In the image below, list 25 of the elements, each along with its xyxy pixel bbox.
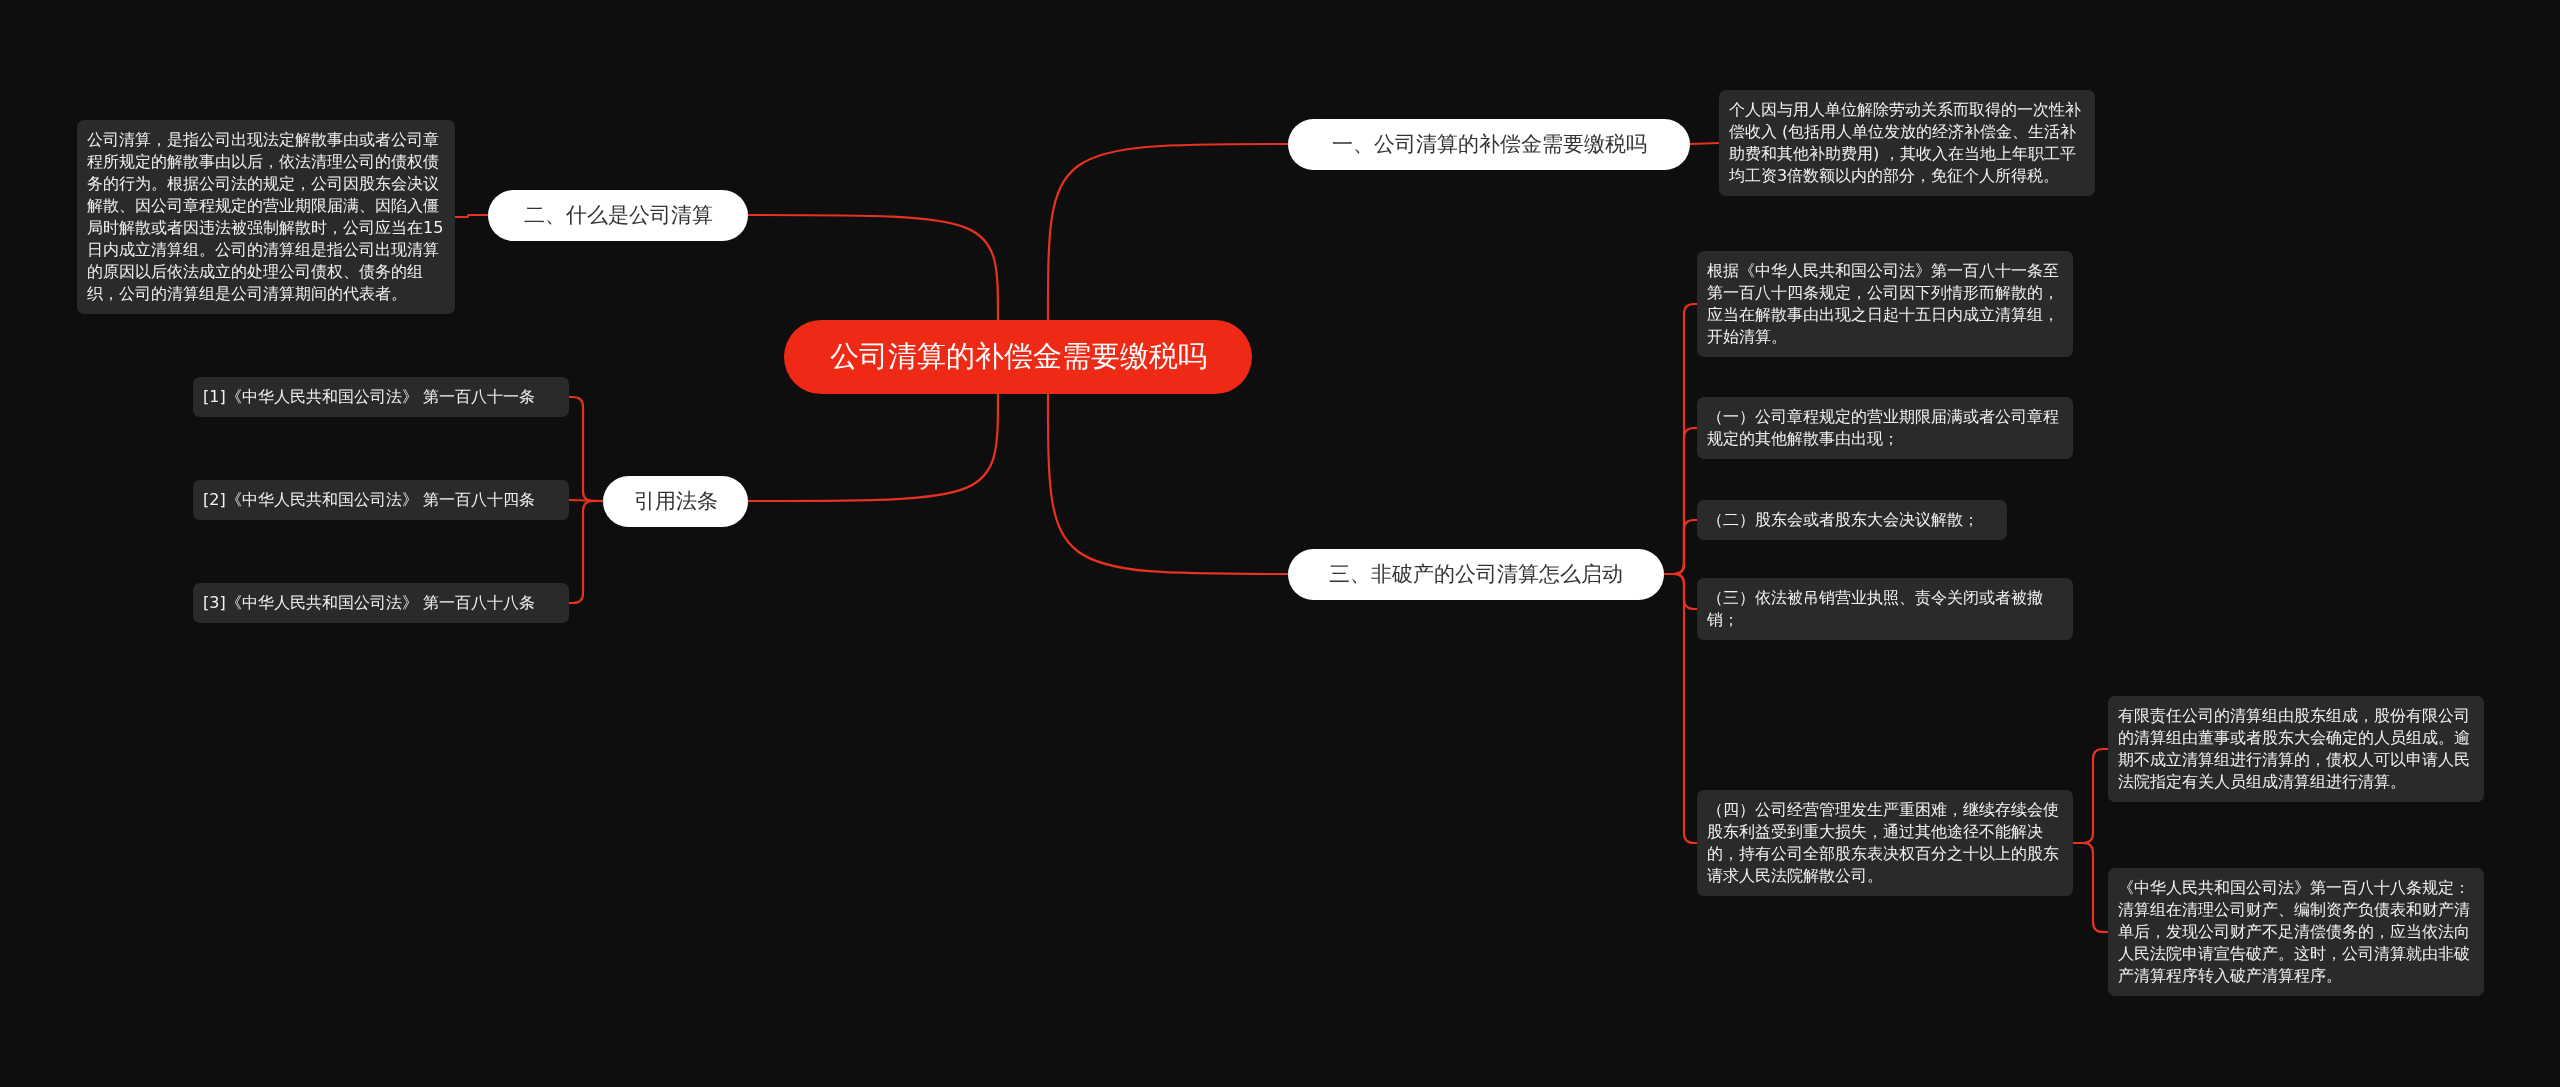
connector-line bbox=[748, 394, 1000, 503]
central-topic: 公司清算的补偿金需要缴税吗 bbox=[784, 320, 1252, 394]
note-card: 《中华人民共和国公司法》第一百八十八条规定：清算组在清理公司财产、编制资产负债表和财产清单后，发现公司财产不足清偿债务的，应当依法向人民法院申请宣告破产。这时，公司清算就由非破产清算程序转入破产清算程序。 bbox=[2108, 868, 2484, 997]
note-card: （一）公司章程规定的营业期限届满或者公司章程规定的其他解散事由出现； bbox=[1697, 397, 2073, 460]
note-card: 个人因与用人单位解除劳动关系而取得的一次性补偿收入 (包括用人单位发放的经济补偿金、生活补助费和其他补助费用) ，其收入在当地上年职工平均工资3倍数额以内的部分，免征个人所得税。 bbox=[1719, 90, 2095, 197]
note-card: [1]《中华人民共和国公司法》 第一百八十一条 bbox=[193, 377, 569, 418]
connector-line bbox=[1689, 141, 1720, 146]
branch-topic: 一、公司清算的补偿金需要缴税吗 bbox=[1288, 118, 1690, 170]
branch-topic: 二、什么是公司清算 bbox=[488, 189, 748, 241]
connector-line bbox=[569, 499, 603, 605]
note-card: [3]《中华人民共和国公司法》 第一百八十八条 bbox=[193, 583, 569, 624]
connector-line bbox=[455, 213, 488, 219]
connector-line bbox=[748, 213, 1000, 320]
note-card: 公司清算，是指公司出现法定解散事由或者公司章程所规定的解散事由以后，依法清理公司的债权债务的行为。根据公司法的规定，公司因股东会决议解散、因公司章程规定的营业期限届满、因陷入僵局时解散或者因违法被强制解散时，公司应当在15日内成立清算组。公司的清算组是指公司出现清算的原因以后依法成立的处理公司债权、债务的组织，公司的清算组是公司清算期间的代表者。 bbox=[77, 119, 455, 315]
branch-topic: 三、非破产的公司清算怎么启动 bbox=[1288, 548, 1664, 600]
note-card: （三）依法被吊销营业执照、责令关闭或者被撤销； bbox=[1697, 578, 2073, 641]
note-card: （四）公司经营管理发生严重困难，继续存续会使股东利益受到重大损失，通过其他途径不能解决的，持有公司全部股东表决权百分之十以上的股东请求人民法院解散公司。 bbox=[1697, 790, 2073, 897]
note-card: 根据《中华人民共和国公司法》第一百八十一条至第一百八十四条规定，公司因下列情形而解散的，应当在解散事由出现之日起十五日内成立清算组，开始清算。 bbox=[1697, 251, 2073, 358]
connector-line bbox=[1046, 142, 1288, 320]
note-card: 有限责任公司的清算组由股东组成，股份有限公司的清算组由董事或者股东大会确定的人员组成。逾期不成立清算组进行清算的，债权人可以申请人民法院指定有关人员组成清算组进行清算。 bbox=[2108, 696, 2484, 803]
note-card: （二）股东会或者股东大会决议解散； bbox=[1697, 500, 2007, 541]
note-card: [2]《中华人民共和国公司法》 第一百八十四条 bbox=[193, 480, 569, 521]
connector-line bbox=[1664, 572, 1697, 845]
connector-line bbox=[1046, 394, 1288, 576]
branch-topic: 引用法条 bbox=[603, 475, 748, 527]
